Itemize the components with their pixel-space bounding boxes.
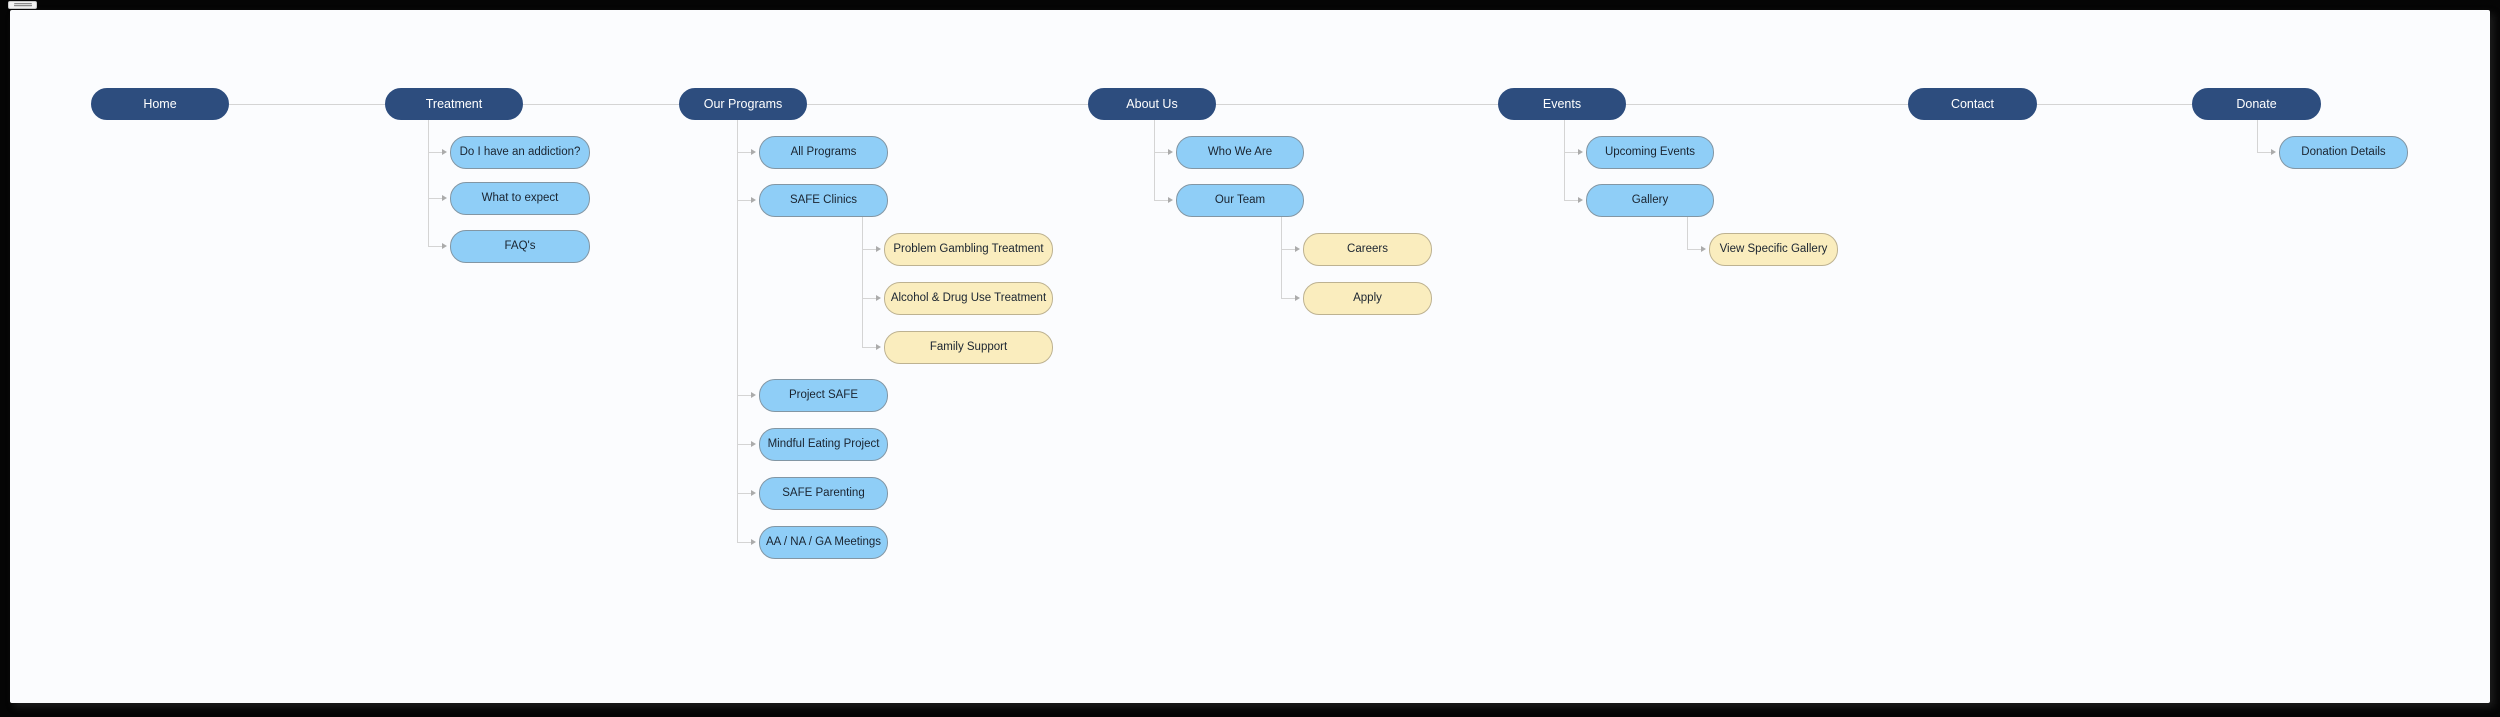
node-gallery[interactable]: Gallery (1586, 183, 1714, 217)
connector-branch (737, 395, 751, 396)
node-family-support[interactable]: Family Support (884, 330, 1053, 364)
connector-branch (1154, 200, 1168, 201)
node-donate[interactable]: Donate (2192, 88, 2321, 120)
connector-arrow-icon (751, 539, 756, 545)
connector-arrow-icon (751, 392, 756, 398)
node-who-we-are[interactable]: Who We Are (1176, 135, 1304, 169)
node-contact[interactable]: Contact (1908, 88, 2037, 120)
connector-branch (737, 200, 751, 201)
node-donation-details[interactable]: Donation Details (2279, 135, 2408, 169)
node-home[interactable]: Home (91, 88, 229, 120)
connector-trunk (1687, 216, 1688, 249)
connector-branch (737, 152, 751, 153)
connector-root-link (1216, 104, 1498, 105)
node-do-i-have-an-addiction[interactable]: Do I have an addiction? (450, 135, 590, 169)
connector-arrow-icon (1295, 246, 1300, 252)
connector-trunk (2257, 120, 2258, 152)
connector-arrow-icon (876, 344, 881, 350)
connector-trunk (1564, 120, 1565, 200)
connector-branch (862, 298, 876, 299)
connector-branch (737, 542, 751, 543)
node-treatment[interactable]: Treatment (385, 88, 523, 120)
node-about-us[interactable]: About Us (1088, 88, 1216, 120)
connector-trunk (1154, 120, 1155, 200)
connector-trunk (862, 216, 863, 347)
connector-trunk (428, 120, 429, 246)
connector-arrow-icon (2271, 149, 2276, 155)
node-events[interactable]: Events (1498, 88, 1626, 120)
connector-arrow-icon (1578, 149, 1583, 155)
connector-arrow-icon (1578, 197, 1583, 203)
connector-root-link (1626, 104, 1908, 105)
node-upcoming-events[interactable]: Upcoming Events (1586, 135, 1714, 169)
node-safe-clinics[interactable]: SAFE Clinics (759, 183, 888, 217)
connector-arrow-icon (876, 295, 881, 301)
connector-arrow-icon (442, 243, 447, 249)
connector-branch (428, 246, 442, 247)
connector-branch (428, 152, 442, 153)
connector-branch (1154, 152, 1168, 153)
node-aa-na-ga-meetings[interactable]: AA / NA / GA Meetings (759, 525, 888, 559)
connector-trunk (737, 120, 738, 542)
connector-arrow-icon (751, 490, 756, 496)
node-our-programs[interactable]: Our Programs (679, 88, 807, 120)
node-faqs[interactable]: FAQ's (450, 229, 590, 263)
node-what-to-expect[interactable]: What to expect (450, 181, 590, 215)
connector-arrow-icon (442, 149, 447, 155)
node-view-specific-gallery[interactable]: View Specific Gallery (1709, 232, 1838, 266)
connector-branch (737, 493, 751, 494)
connector-arrow-icon (442, 195, 447, 201)
connector-root-link (807, 104, 1088, 105)
connector-branch (1564, 200, 1578, 201)
node-all-programs[interactable]: All Programs (759, 135, 888, 169)
node-safe-parenting[interactable]: SAFE Parenting (759, 476, 888, 510)
connector-branch (1564, 152, 1578, 153)
connector-trunk (1281, 216, 1282, 298)
connector-branch (1281, 249, 1295, 250)
connector-arrow-icon (876, 246, 881, 252)
connector-arrow-icon (1701, 246, 1706, 252)
node-alcohol-drug-use-treatment[interactable]: Alcohol & Drug Use Treatment (884, 281, 1053, 315)
node-our-team[interactable]: Our Team (1176, 183, 1304, 217)
connector-branch (1687, 249, 1701, 250)
node-project-safe[interactable]: Project SAFE (759, 378, 888, 412)
connector-root-link (2037, 104, 2192, 105)
connector-arrow-icon (751, 197, 756, 203)
node-problem-gambling-treatment[interactable]: Problem Gambling Treatment (884, 232, 1053, 266)
connector-arrow-icon (751, 441, 756, 447)
node-mindful-eating-project[interactable]: Mindful Eating Project (759, 427, 888, 461)
connector-branch (862, 249, 876, 250)
connector-arrow-icon (1168, 197, 1173, 203)
mini-tab-text-smudge (13, 3, 32, 7)
connector-arrow-icon (1168, 149, 1173, 155)
connector-root-link (229, 104, 385, 105)
connector-branch (2257, 152, 2271, 153)
mini-tab[interactable] (8, 1, 37, 9)
connector-arrow-icon (1295, 295, 1300, 301)
connector-branch (428, 198, 442, 199)
connector-branch (862, 347, 876, 348)
connector-root-link (523, 104, 679, 105)
connector-arrow-icon (751, 149, 756, 155)
connector-branch (737, 444, 751, 445)
node-apply[interactable]: Apply (1303, 281, 1432, 315)
node-careers[interactable]: Careers (1303, 232, 1432, 266)
connector-branch (1281, 298, 1295, 299)
